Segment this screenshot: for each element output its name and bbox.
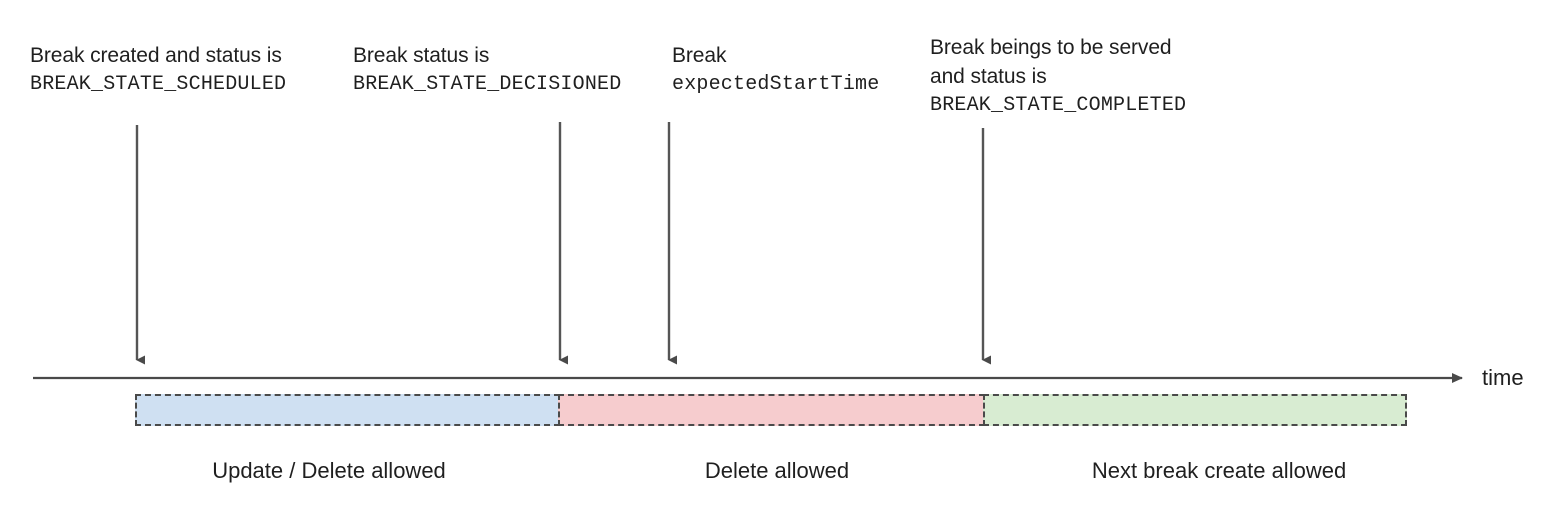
annotation-completed-constant: BREAK_STATE_COMPLETED [930,94,1187,117]
phase-caption-update-delete: Update / Delete allowed [212,458,446,483]
phase-bar-next-break-create [983,394,1407,426]
annotation-completed-line1: Break beings to be served [930,36,1172,59]
annotation-decisioned-line1: Break status is [353,44,490,67]
annotation-scheduled: Break created and status is BREAK_STATE_… [30,41,286,99]
annotation-completed: Break beings to be served and status is … [930,33,1186,120]
phase-caption-next-break-create: Next break create allowed [1091,458,1347,483]
annotation-scheduled-constant: BREAK_STATE_SCHEDULED [30,73,287,96]
time-axis-label: time [1482,365,1524,390]
phase-caption-delete-only: Delete allowed [704,458,850,483]
annotation-expected-start-time-line1: Break [672,44,727,67]
annotation-expected-start-time: Break expectedStartTime [672,41,879,99]
annotation-expected-start-time-field: expectedStartTime [672,73,880,96]
phase-bar-group [135,394,1407,426]
phase-bar-update-delete [135,394,560,426]
annotation-completed-line2: and status is [930,65,1047,88]
phase-bar-delete-only [558,394,985,426]
annotation-decisioned-constant: BREAK_STATE_DECISIONED [353,73,622,96]
annotation-decisioned: Break status is BREAK_STATE_DECISIONED [353,41,621,99]
annotation-scheduled-line1: Break created and status is [30,44,282,67]
